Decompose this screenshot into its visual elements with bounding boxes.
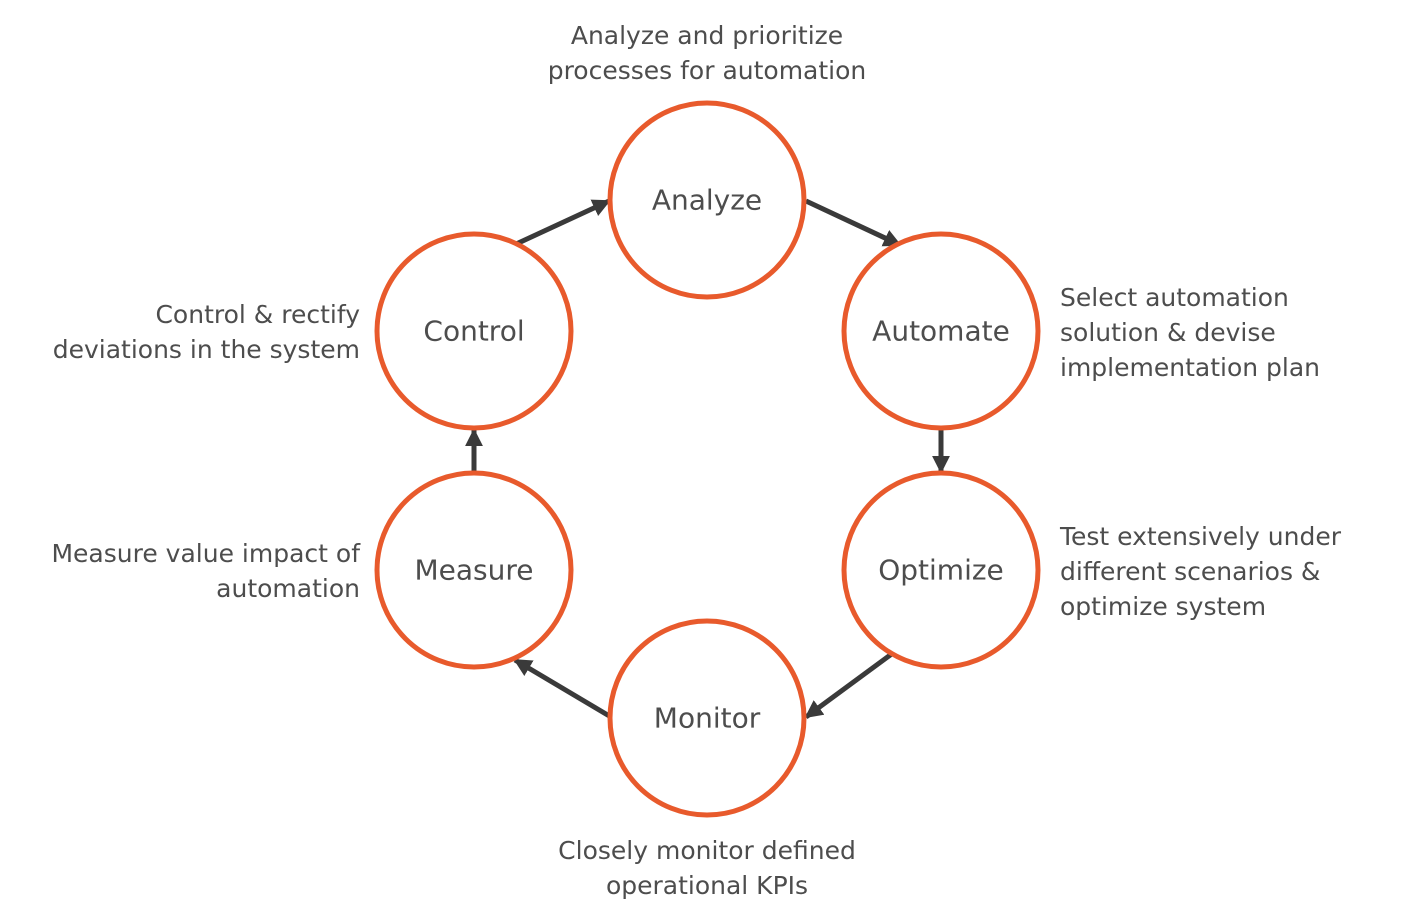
description-optimize: Test extensively under different scenari… (1060, 519, 1400, 624)
description-control-line-2: deviations in the system (52, 335, 360, 364)
node-label-analyze: Analyze (652, 184, 762, 217)
node-label-monitor: Monitor (654, 702, 761, 735)
description-analyze-line-2: processes for automation (547, 56, 867, 85)
description-measure-line-1: Measure value impact of (51, 539, 360, 568)
arrow-optimize-to-monitor (804, 650, 895, 720)
node-label-measure: Measure (415, 554, 534, 587)
node-label-control: Control (423, 315, 524, 348)
node-analyze: Analyze (607, 100, 807, 300)
description-control: Control & rectify deviations in the syst… (20, 297, 360, 367)
description-automate-line-3: implementation plan (1060, 353, 1321, 382)
node-automate: Automate (841, 231, 1041, 431)
node-control: Control (374, 231, 574, 431)
node-measure: Measure (374, 470, 574, 670)
description-control-line-1: Control & rectify (155, 300, 360, 329)
arrow-analyze-to-automate (804, 198, 902, 248)
description-monitor: Closely monitor defined operational KPIs (507, 833, 907, 903)
description-optimize-line-1: Test extensively under (1060, 522, 1341, 551)
description-analyze: Analyze and prioritize processes for aut… (507, 18, 907, 88)
description-optimize-line-3: optimize system (1060, 592, 1267, 621)
description-optimize-line-2: different scenarios & (1060, 557, 1321, 586)
description-automate-line-2: solution & devise (1060, 318, 1276, 347)
description-automate-line-1: Select automation (1060, 283, 1289, 312)
arrow-monitor-to-measure (513, 657, 613, 720)
description-automate: Select automation solution & devise impl… (1060, 280, 1400, 385)
description-analyze-line-1: Analyze and prioritize (570, 21, 844, 50)
description-measure: Measure value impact of automation (20, 536, 360, 606)
node-label-optimize: Optimize (878, 554, 1004, 587)
description-monitor-line-1: Closely monitor defined (558, 836, 856, 865)
node-monitor: Monitor (607, 618, 807, 818)
description-measure-line-2: automation (216, 574, 360, 603)
node-label-automate: Automate (872, 315, 1010, 348)
description-monitor-line-2: operational KPIs (605, 871, 809, 900)
node-optimize: Optimize (841, 470, 1041, 670)
arrow-control-to-analyze (512, 198, 611, 248)
